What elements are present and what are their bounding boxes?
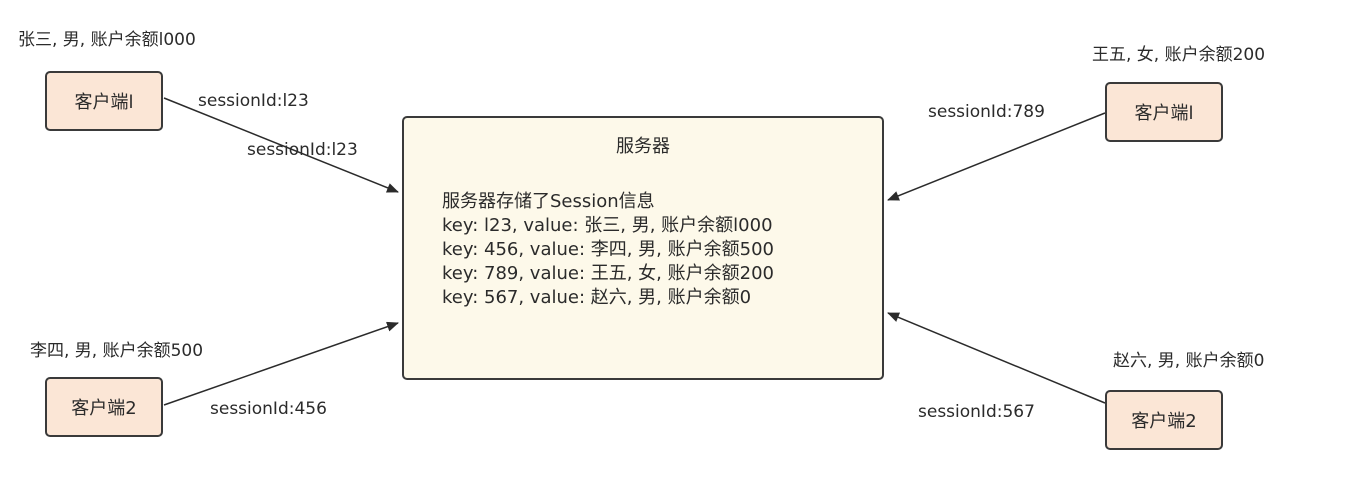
client-info-wangwu: 王五, 女, 账户余额200 xyxy=(1092,45,1266,65)
session-label-top-left: sessionId:l23 xyxy=(198,91,309,111)
server-box: 服务器 服务器存储了Session信息 key: l23, value: 张三,… xyxy=(402,116,884,380)
session-label-bottom-right: sessionId:567 xyxy=(918,402,1035,422)
server-session-store: 服务器存储了Session信息 key: l23, value: 张三, 男, … xyxy=(442,190,774,310)
server-store-heading: 服务器存储了Session信息 xyxy=(442,191,655,212)
client-info-zhaoliu: 赵六, 男, 账户余额0 xyxy=(1113,351,1265,371)
session-label-near-server: sessionId:l23 xyxy=(247,140,358,160)
arrow-bottom-right-client xyxy=(887,312,1106,404)
client-box-top-right: 客户端l xyxy=(1105,82,1223,142)
session-entry: key: 567, value: 赵六, 男, 账户余额0 xyxy=(442,287,752,308)
session-entry: key: l23, value: 张三, 男, 账户余额l000 xyxy=(442,215,773,236)
arrow-top-right-client xyxy=(887,112,1106,201)
session-entry: key: 456, value: 李四, 男, 账户余额500 xyxy=(442,239,774,260)
server-title: 服务器 xyxy=(616,136,670,157)
client-name: 客户端2 xyxy=(1131,411,1197,432)
client-box-bottom-left: 客户端2 xyxy=(45,377,163,437)
client-box-bottom-right: 客户端2 xyxy=(1105,390,1223,450)
client-name: 客户端2 xyxy=(71,398,137,419)
session-entry: key: 789, value: 王五, 女, 账户余额200 xyxy=(442,263,774,284)
arrow-top-left-client xyxy=(163,97,399,193)
session-label-top-right: sessionId:789 xyxy=(928,102,1045,122)
client-name: 客户端l xyxy=(74,92,134,113)
client-box-top-left: 客户端l xyxy=(45,71,163,131)
session-label-bottom-left: sessionId:456 xyxy=(210,399,327,419)
client-name: 客户端l xyxy=(1134,103,1194,124)
arrow-bottom-left-client xyxy=(163,321,399,406)
client-info-zhangsan: 张三, 男, 账户余额l000 xyxy=(18,30,196,50)
client-info-lisi: 李四, 男, 账户余额500 xyxy=(30,341,204,361)
